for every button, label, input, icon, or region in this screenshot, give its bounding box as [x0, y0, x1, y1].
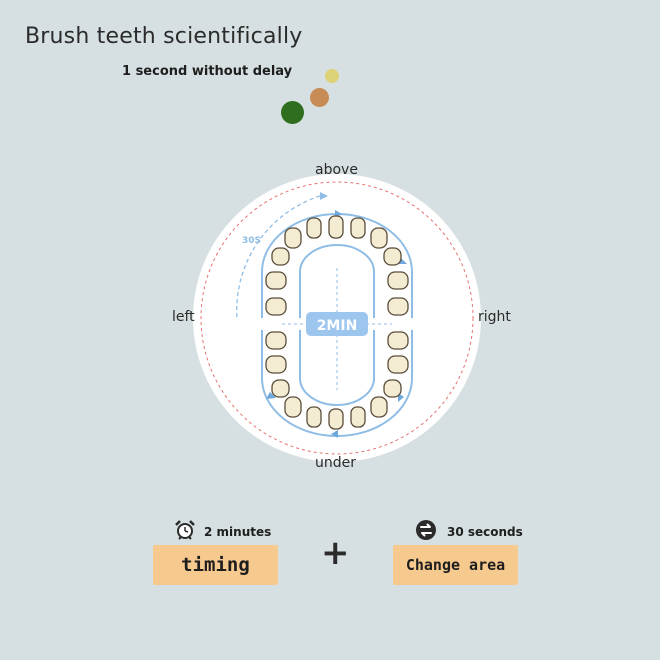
change-caption: 30 seconds: [447, 525, 523, 539]
tooth: [383, 379, 402, 398]
change-area-button[interactable]: Change area: [393, 545, 518, 585]
segment-label: 30S: [242, 236, 261, 246]
direction-under: under: [315, 455, 357, 471]
tooth: [284, 396, 302, 418]
upper-arch-inner: [299, 244, 375, 318]
decor-dot-brown: [310, 88, 329, 107]
tooth: [383, 247, 402, 266]
tooth: [387, 297, 409, 316]
lower-arch-inner: [299, 330, 375, 406]
dashed-ring: [200, 181, 474, 455]
arc-arrowhead: [320, 192, 328, 200]
plus-sign: +: [321, 533, 350, 573]
tooth: [265, 331, 287, 350]
tooth: [265, 271, 287, 290]
direction-above: above: [315, 162, 358, 178]
tooth: [265, 297, 287, 316]
swap-arrows-icon: [416, 520, 436, 540]
center-badge-label: 2MIN: [317, 318, 358, 334]
tooth: [387, 355, 409, 374]
direction-left: left: [172, 309, 195, 325]
center-badge: [306, 312, 368, 336]
decor-dot-green: [281, 101, 304, 124]
direction-arc: [236, 195, 321, 319]
tooth: [265, 355, 287, 374]
tooth: [328, 215, 344, 239]
direction-right: right: [478, 309, 511, 325]
decor-dot-yellow: [325, 69, 339, 83]
page-title: Brush teeth scientifically: [25, 24, 303, 49]
alarm-clock-icon: [175, 520, 195, 540]
page-subtitle: 1 second without delay: [122, 64, 293, 79]
timing-caption: 2 minutes: [204, 525, 272, 539]
tooth: [387, 271, 409, 290]
tooth: [370, 396, 388, 418]
tooth: [387, 331, 409, 350]
tooth: [306, 406, 322, 428]
tooth: [370, 227, 388, 249]
tooth: [284, 227, 302, 249]
tooth: [306, 217, 322, 239]
timing-button[interactable]: timing: [153, 545, 278, 585]
teeth: [265, 215, 409, 430]
tooth: [271, 379, 290, 398]
tooth: [350, 406, 366, 428]
tooth: [350, 217, 366, 239]
tooth: [328, 408, 344, 430]
tooth: [271, 247, 290, 266]
